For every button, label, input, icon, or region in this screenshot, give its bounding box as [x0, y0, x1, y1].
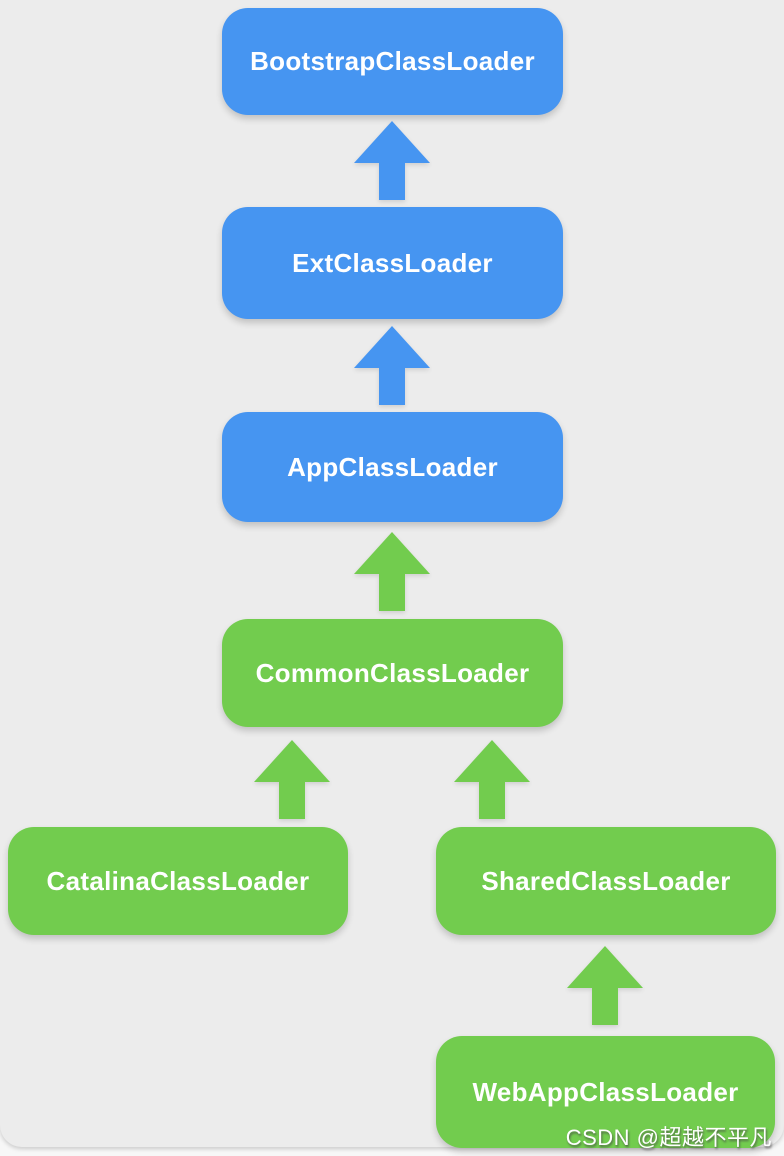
node-shared-classloader: SharedClassLoader — [436, 827, 776, 935]
node-common-classloader: CommonClassLoader — [222, 619, 563, 727]
arrow-head — [354, 326, 430, 368]
arrow-head — [354, 121, 430, 163]
node-ext-classloader: ExtClassLoader — [222, 207, 563, 319]
node-app-classloader: AppClassLoader — [222, 412, 563, 522]
node-label: BootstrapClassLoader — [250, 46, 535, 76]
arrow-shaft — [379, 368, 405, 405]
up-arrow-icon-shared-to-common — [454, 740, 530, 819]
arrow-shaft — [592, 988, 618, 1025]
up-arrow-icon-app-to-ext — [354, 326, 430, 405]
arrow-head — [454, 740, 530, 782]
arrow-shaft — [379, 574, 405, 611]
node-webapp-classloader: WebAppClassLoader — [436, 1036, 775, 1148]
arrow-head — [354, 532, 430, 574]
arrow-shaft — [279, 782, 305, 819]
node-label: CommonClassLoader — [255, 657, 530, 688]
up-arrow-icon-webapp-to-shared — [567, 946, 643, 1025]
arrow-head — [567, 946, 643, 988]
arrow-shaft — [379, 163, 405, 200]
up-arrow-icon-catalina-to-common — [254, 740, 330, 819]
node-catalina-classloader: CatalinaClassLoader — [8, 827, 348, 935]
node-bootstrap-classloader: BootstrapClassLoader — [222, 8, 563, 115]
csdn-watermark: CSDN @超越不平凡 — [565, 1125, 772, 1150]
node-label: CatalinaClassLoader — [46, 865, 310, 896]
node-label: SharedClassLoader — [481, 865, 731, 896]
arrow-shaft — [479, 782, 505, 819]
node-label: WebAppClassLoader — [472, 1076, 739, 1107]
arrow-head — [254, 740, 330, 782]
up-arrow-icon-common-to-app — [354, 532, 430, 611]
up-arrow-icon-ext-to-bootstrap — [354, 121, 430, 200]
node-label: AppClassLoader — [287, 451, 498, 482]
node-label: ExtClassLoader — [292, 247, 493, 278]
